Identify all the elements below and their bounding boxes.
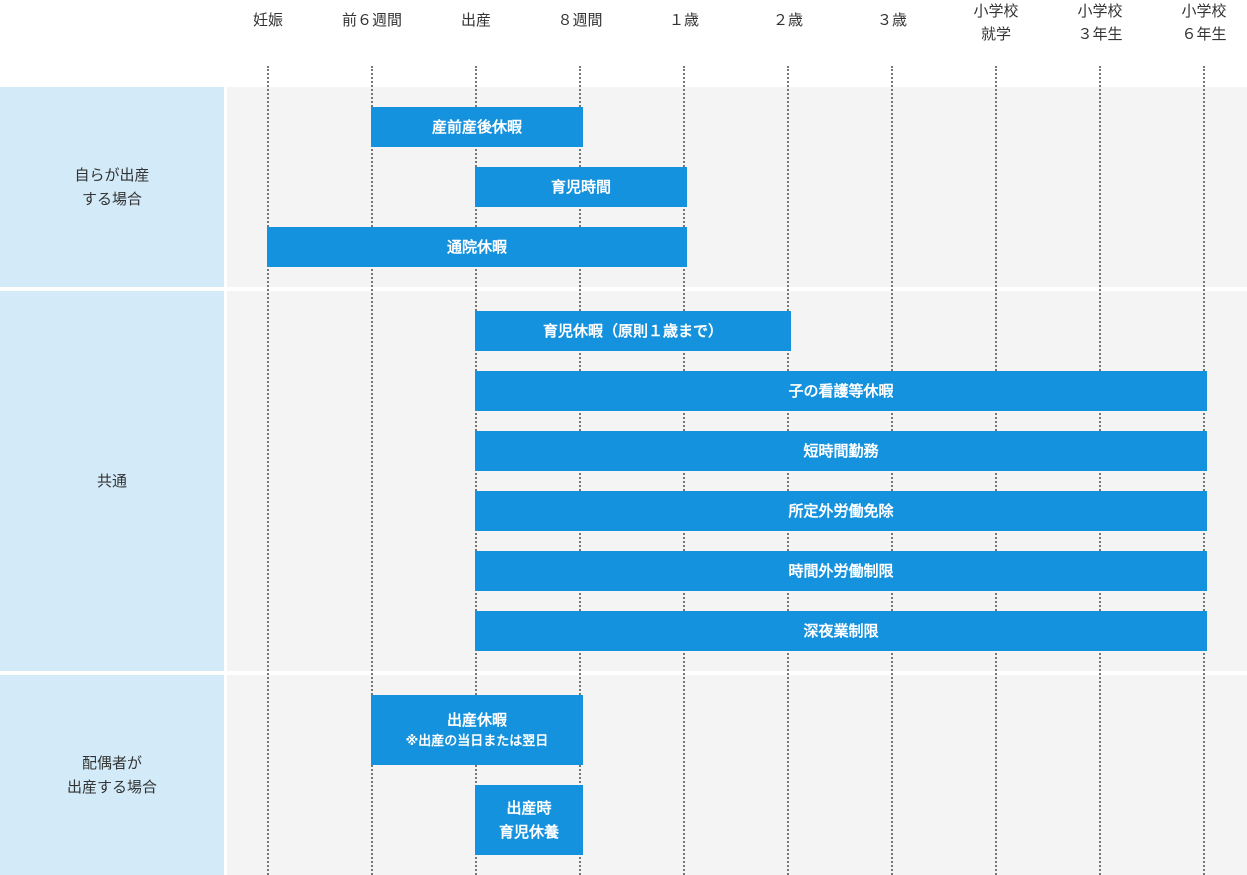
bar-hospital-visit-leave: 通院休暇 bbox=[267, 227, 687, 267]
bar-content: 育児休暇（原則１歳まで） bbox=[543, 319, 723, 343]
bar-childcare-leave: 育児休暇（原則１歳まで） bbox=[475, 311, 791, 351]
bar-label: 出産時 育児休養 bbox=[498, 799, 559, 841]
tick-label-pre6w: 前６週間 bbox=[341, 11, 402, 29]
bar-content: 産前産後休暇 bbox=[432, 115, 522, 139]
tick-label-birth: 出産 bbox=[460, 11, 491, 29]
bar-child-nursing-leave: 子の看護等休暇 bbox=[475, 371, 1207, 411]
bar-label: 深夜業制限 bbox=[803, 622, 879, 640]
bar-childcare-time: 育児時間 bbox=[475, 167, 687, 207]
bar-label: 産前産後休暇 bbox=[431, 118, 522, 136]
bar-note: ※出産の当日または翌日 bbox=[405, 734, 549, 749]
bar-content: 出産休暇 ※出産の当日または翌日 bbox=[406, 708, 549, 752]
bar-content: 育児時間 bbox=[551, 175, 611, 199]
bar-content: 子の看護等休暇 bbox=[788, 379, 893, 403]
bar-content: 出産時 育児休養 bbox=[499, 796, 559, 844]
section-label-spouse-birth: 配偶者が 出産する場合 bbox=[0, 675, 224, 875]
bar-night-work-limit: 深夜業制限 bbox=[475, 611, 1207, 651]
bar-birth-childcare-leave: 出産時 育児休養 bbox=[475, 785, 583, 855]
bar-label: 所定外労働免除 bbox=[788, 502, 894, 520]
bar-maternity-leave: 産前産後休暇 bbox=[371, 107, 583, 147]
section-area-common bbox=[227, 291, 1247, 671]
tick-label-y2: ２歳 bbox=[772, 11, 803, 29]
bar-birth-leave: 出産休暇 ※出産の当日または翌日 bbox=[371, 695, 583, 765]
bar-label: 時間外労働制限 bbox=[788, 562, 894, 580]
bar-content: 短時間勤務 bbox=[803, 439, 878, 463]
tick-label-grade3: 小学校 ３年生 bbox=[1077, 2, 1123, 43]
timeline-header: 妊娠 前６週間 出産 ８週間 １歳 ２歳 ３歳 小学校 就学 小学校 ３年生 小学校 ６年生 bbox=[0, 0, 1247, 70]
section-label-self-birth: 自らが出産 する場合 bbox=[0, 87, 224, 287]
tick-label-grade6: 小学校 ６年生 bbox=[1181, 2, 1227, 43]
bar-label: 通院休暇 bbox=[446, 238, 507, 256]
tick-label-y3: ３歳 bbox=[876, 11, 907, 29]
bar-content: 深夜業制限 bbox=[803, 619, 878, 643]
bar-content: 所定外労働免除 bbox=[788, 499, 893, 523]
tick-label-y1: １歳 bbox=[668, 11, 699, 29]
tick-label-school_entry: 小学校 就学 bbox=[973, 2, 1019, 43]
bar-short-hours: 短時間勤務 bbox=[475, 431, 1207, 471]
bar-overtime-limit: 時間外労働制限 bbox=[475, 551, 1207, 591]
bar-label: 短時間勤務 bbox=[803, 442, 879, 460]
gridline-pregnancy bbox=[267, 66, 269, 875]
tick-label-w8: ８週間 bbox=[557, 11, 603, 29]
bar-overtime-exemption: 所定外労働免除 bbox=[475, 491, 1207, 531]
bar-content: 通院休暇 bbox=[447, 235, 507, 259]
bar-label: 育児休暇（原則１歳まで） bbox=[542, 322, 723, 340]
tick-label-pregnancy: 妊娠 bbox=[252, 11, 283, 29]
bar-content: 時間外労働制限 bbox=[788, 559, 893, 583]
bar-label: 出産休暇 bbox=[446, 711, 507, 729]
gridline-pre6w bbox=[371, 66, 373, 875]
bar-label: 育児時間 bbox=[550, 178, 611, 196]
section-label-common: 共通 bbox=[0, 291, 224, 671]
bar-label: 子の看護等休暇 bbox=[788, 382, 894, 400]
